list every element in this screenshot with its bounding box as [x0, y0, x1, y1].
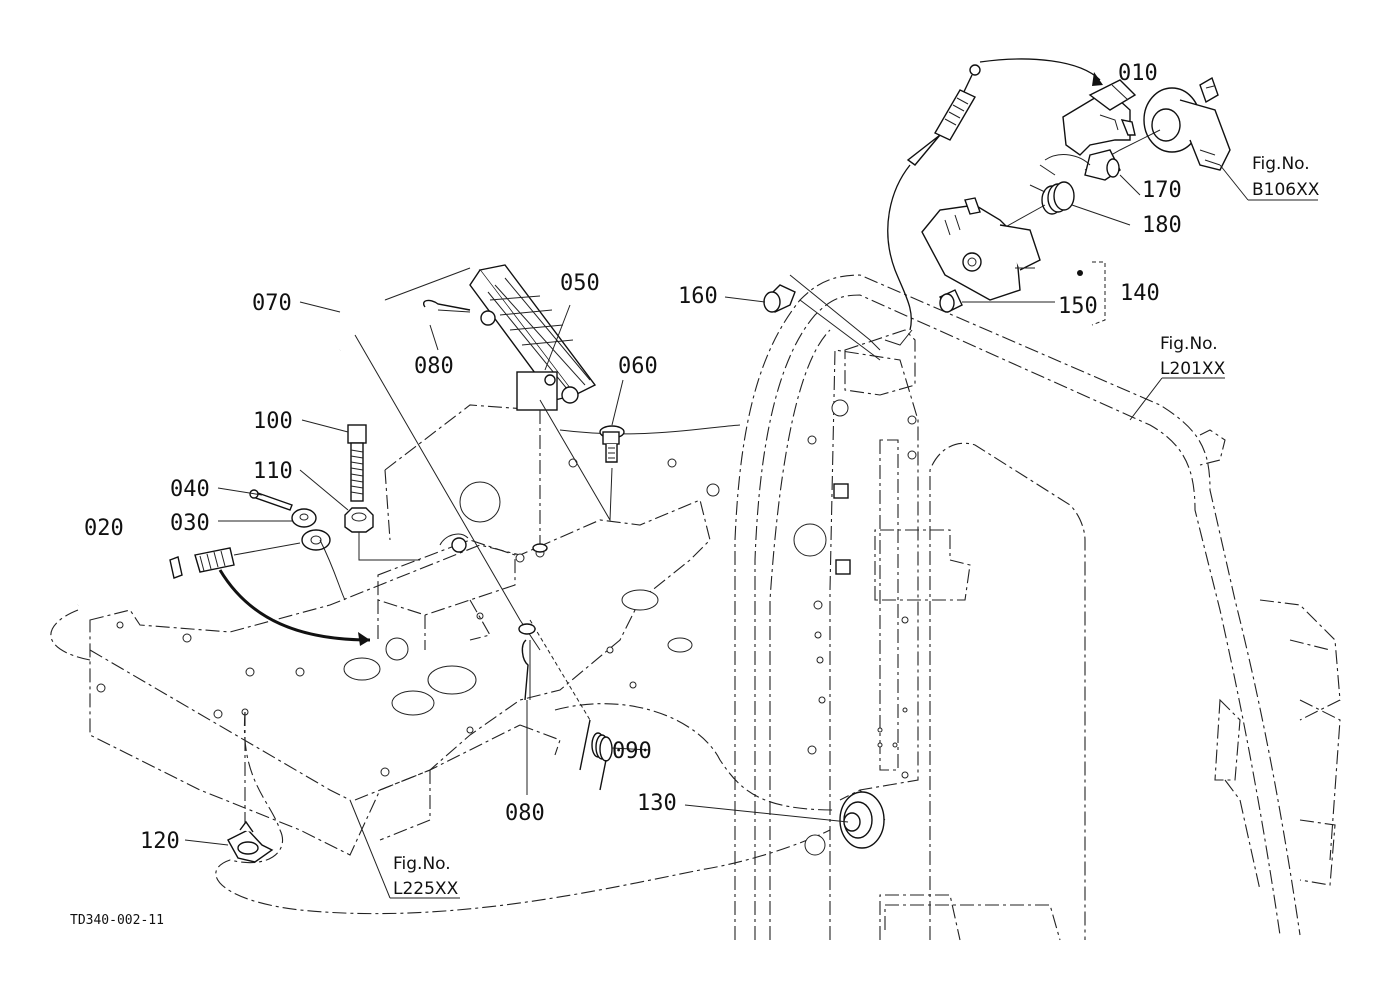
label-180: 180 [1142, 213, 1182, 238]
label-070: 070 [252, 291, 292, 316]
label-030: 030 [170, 511, 210, 536]
label-060: 060 [618, 354, 658, 379]
pedal-rod [338, 267, 541, 651]
fig-ref-l225-line2: L225XX [393, 879, 459, 899]
spring-180 [999, 181, 1075, 231]
throttle-cable [77, 529, 371, 646]
label-020: 020 [84, 516, 124, 541]
collar-170 [1039, 149, 1121, 181]
label-160: 160 [678, 284, 718, 309]
pedal-bracket [377, 533, 516, 650]
main-frame [734, 274, 1341, 941]
cable-clamp-120 [227, 820, 274, 863]
label-080-upper: 080 [414, 354, 454, 379]
part-labels: 010 020 030 040 050 060 070 080 080 090 … [84, 61, 1182, 854]
figure-references: Fig.No. B106XX Fig.No. L201XX Fig.No. L2… [393, 154, 1320, 899]
label-040: 040 [170, 477, 210, 502]
fig-ref-b106-line2: B106XX [1252, 180, 1320, 200]
leader-lines [184, 84, 1318, 899]
bushing-150 [939, 289, 963, 313]
bolt-100 [347, 424, 367, 502]
label-010: 010 [1118, 61, 1158, 86]
label-100: 100 [253, 409, 293, 434]
cable-routing-path [50, 609, 831, 915]
pin-040 [249, 489, 293, 511]
grommet-130 [839, 791, 885, 849]
label-080-lower: 080 [505, 801, 545, 826]
label-140: 140 [1120, 281, 1160, 306]
label-130: 130 [637, 791, 677, 816]
floor-plate [89, 399, 741, 856]
fig-ref-l201-line2: L201XX [1160, 359, 1226, 379]
fig-ref-l225-line1: Fig.No. [393, 854, 451, 874]
label-150: 150 [1058, 294, 1098, 319]
label-120: 120 [140, 829, 180, 854]
label-050: 050 [560, 271, 600, 296]
drawing-code: TD340-002-11 [70, 913, 164, 928]
accelerator-pedal [469, 264, 597, 411]
label-090: 090 [612, 739, 652, 764]
fig-ref-l201-line1: Fig.No. [1160, 334, 1218, 354]
fitting-160 [763, 284, 796, 313]
nut-110 [344, 507, 374, 533]
return-spring-090 [579, 719, 613, 791]
throttle-sensor [1143, 76, 1231, 171]
fig-ref-b106-line1: Fig.No. [1252, 154, 1310, 174]
upper-cable [887, 58, 1103, 331]
lever-bracket-140 [921, 197, 1041, 301]
bracket-010 [1062, 79, 1137, 156]
cotter-pin-upper [423, 299, 471, 313]
label-110: 110 [253, 459, 293, 484]
flange-bolt-060 [599, 425, 625, 463]
washer-030 [291, 508, 317, 528]
label-170: 170 [1142, 178, 1182, 203]
cotter-pin-lower [521, 639, 531, 701]
